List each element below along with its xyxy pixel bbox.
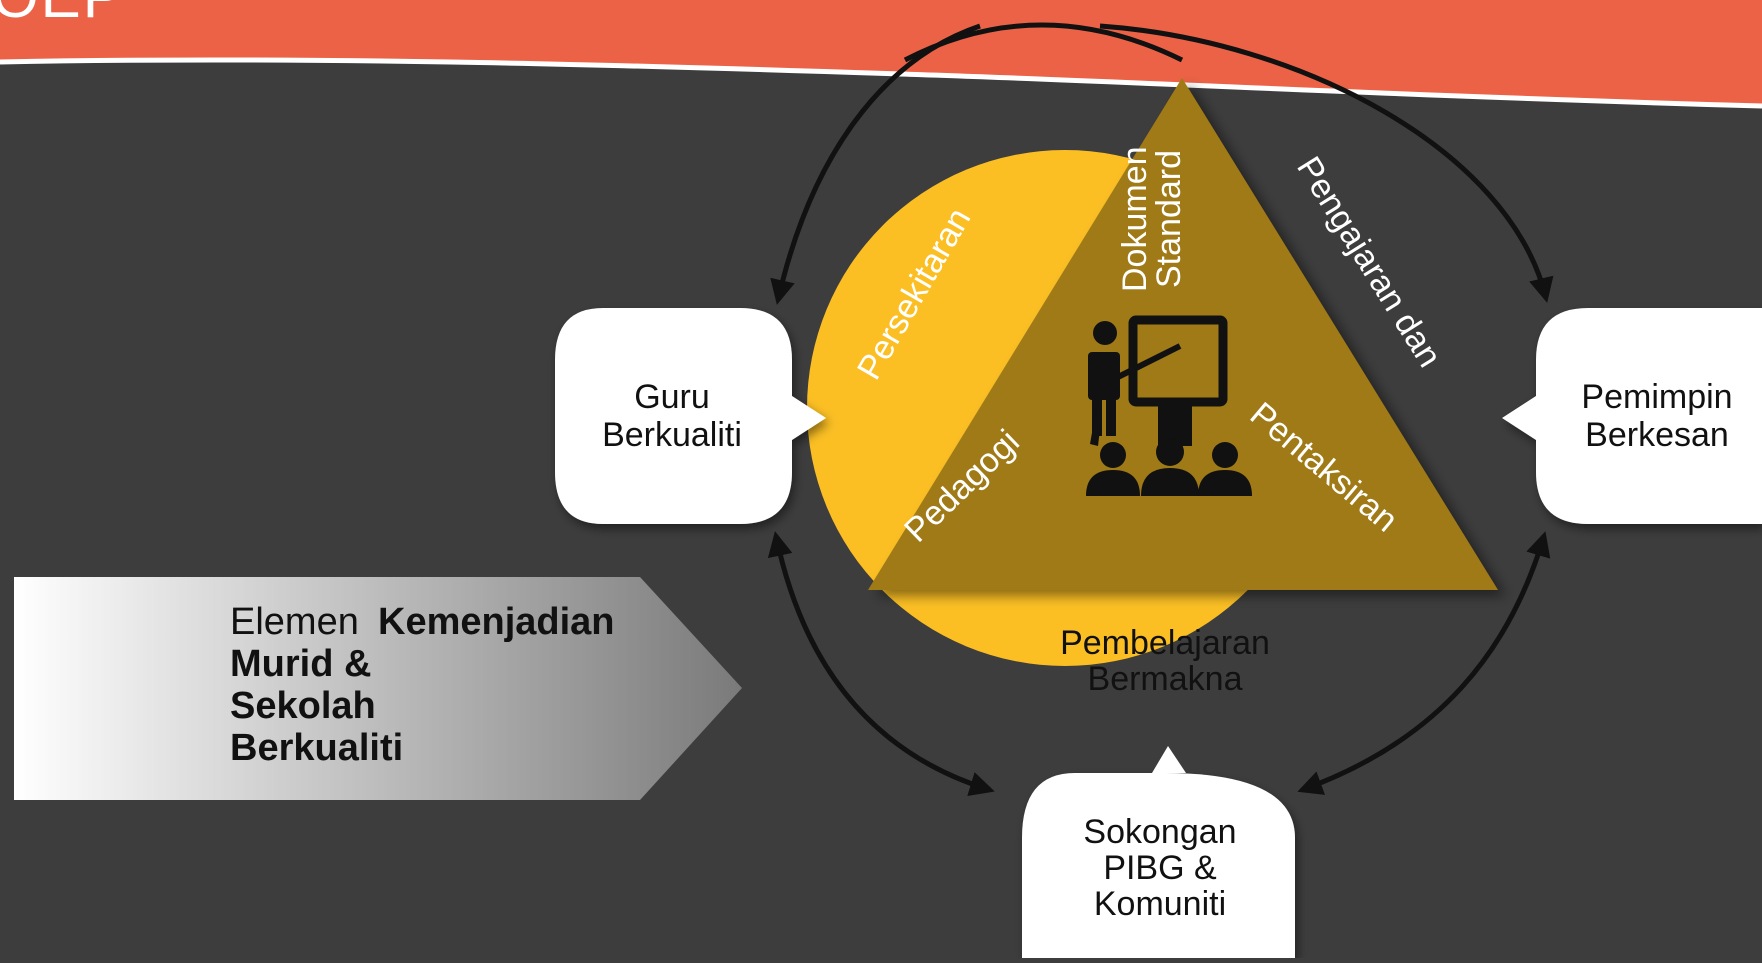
arrow-right-bottom bbox=[1297, 531, 1551, 795]
arrow-left-bottom bbox=[767, 531, 995, 797]
bubble-bottom-pointer bbox=[1152, 746, 1186, 773]
arrow-top-right bbox=[1099, 23, 1554, 303]
arrow-label-bold-line2: Murid & bbox=[230, 643, 371, 685]
ring-bottom-label-line2: Bermakna bbox=[1088, 660, 1243, 698]
arrow-label-bold-line3: Sekolah bbox=[230, 685, 376, 727]
triangle-top-label-line2: Standard bbox=[1150, 150, 1188, 288]
bubble-right bbox=[1502, 308, 1762, 524]
bubble-bottom-line2: PIBG & bbox=[1103, 849, 1217, 887]
bubble-bottom-line3: Komuniti bbox=[1094, 885, 1226, 923]
central-triangle bbox=[868, 78, 1498, 590]
arrow-label-regular: Elemen bbox=[230, 601, 359, 643]
bubble-left-line2: Berkualiti bbox=[602, 416, 742, 454]
teacher-classroom-icon bbox=[1086, 315, 1252, 496]
bubble-bottom bbox=[1022, 773, 1295, 958]
arrow-top bbox=[903, 22, 1184, 63]
bubble-left bbox=[555, 308, 826, 524]
element-arrow-shape bbox=[14, 577, 742, 800]
arrow-label-bold-line4: Berkualiti bbox=[230, 727, 403, 769]
arrow-label-bold-line1: Kemenjadian bbox=[378, 601, 615, 643]
bubble-right-line2: Berkesan bbox=[1585, 416, 1729, 454]
triangle-top-label-line1: Dokumen bbox=[1116, 146, 1154, 292]
ring-bottom-label-line1: Pembelajaran bbox=[1060, 624, 1270, 662]
bubble-right-line1: Pemimpin bbox=[1581, 378, 1732, 416]
bubble-bottom-line1: Sokongan bbox=[1083, 813, 1236, 851]
bubble-left-line1: Guru bbox=[634, 378, 710, 416]
header-title-fragment: OEP bbox=[0, 0, 125, 31]
